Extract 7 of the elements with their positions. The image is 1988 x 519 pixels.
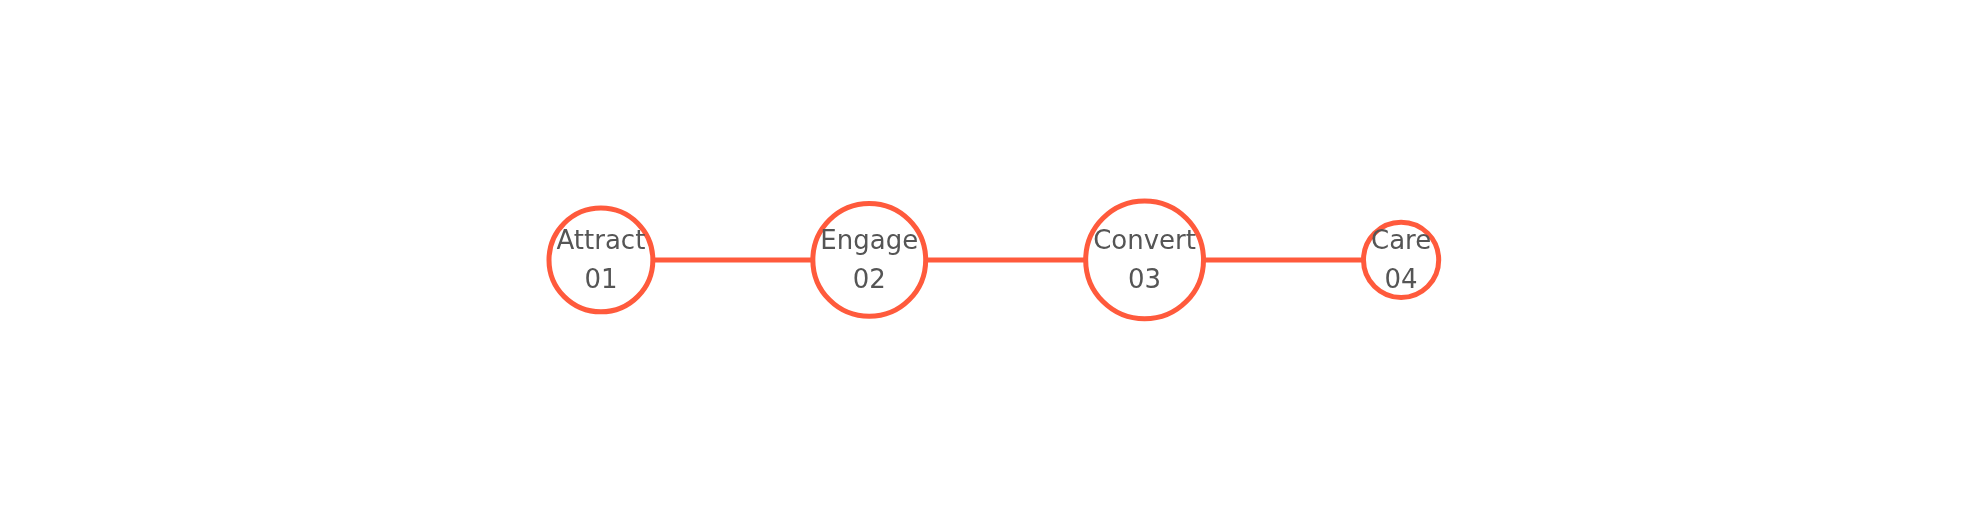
node-circle: Engage 02 bbox=[810, 200, 929, 319]
connector bbox=[653, 257, 813, 262]
node-circle: Care 04 bbox=[1361, 219, 1442, 300]
node-circle: Convert 03 bbox=[1083, 198, 1207, 321]
node-circle: Attract 01 bbox=[546, 205, 656, 314]
connector bbox=[925, 257, 1086, 262]
connector bbox=[1203, 257, 1364, 262]
